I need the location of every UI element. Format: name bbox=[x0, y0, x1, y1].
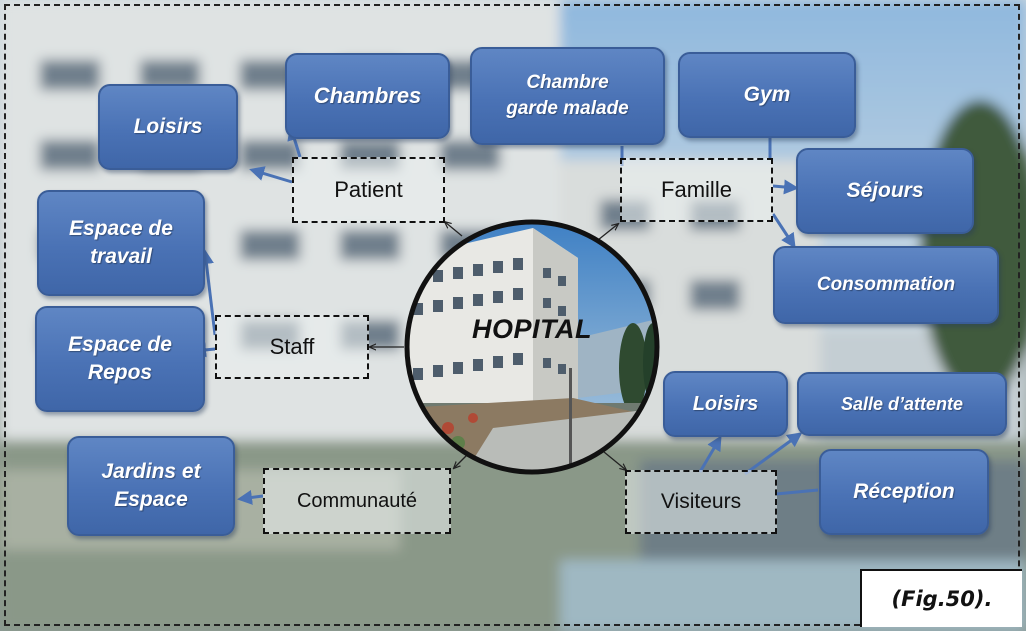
item-chambres: Chambres bbox=[285, 53, 450, 139]
link-hub-visiteurs bbox=[603, 451, 626, 470]
link-visiteurs-loisirs bbox=[698, 435, 722, 473]
item-espace-travail-line-2: travail bbox=[90, 245, 152, 268]
category-patient: Patient bbox=[292, 157, 445, 223]
item-loisirs-patient-line-1: Loisirs bbox=[133, 114, 203, 138]
link-famille-consommation bbox=[771, 213, 796, 249]
link-communaute-jardins bbox=[237, 490, 264, 505]
link-staff-espace-travail bbox=[198, 249, 217, 336]
item-espace-travail-line-1: Espace de bbox=[69, 216, 173, 240]
category-staff: Staff bbox=[215, 315, 369, 379]
link-hub-famille bbox=[597, 224, 618, 241]
figure-caption: (Fig.50). bbox=[860, 569, 1022, 627]
category-patient-label: Patient bbox=[334, 177, 403, 202]
item-chambre-garde-malade-line-2: garde malade bbox=[506, 98, 629, 119]
category-visiteurs-label: Visiteurs bbox=[660, 490, 742, 513]
item-sejours-line-1: Séjours bbox=[846, 178, 924, 202]
category-famille-label: Famille bbox=[661, 177, 732, 202]
item-chambres-line-1: Chambres bbox=[313, 83, 422, 109]
item-espace-repos-line-1: Espace de bbox=[68, 332, 172, 356]
item-loisirs-visiteurs: Loisirs bbox=[663, 371, 788, 437]
item-sejours: Séjours bbox=[796, 148, 974, 234]
link-famille-sejours bbox=[772, 179, 799, 195]
item-salle-attente: Salle d’attente bbox=[797, 372, 1007, 436]
item-jardins-espace-line-2: Espace bbox=[114, 488, 188, 511]
category-communaute: Communauté bbox=[263, 468, 451, 534]
link-patient-loisirs bbox=[249, 166, 293, 184]
item-espace-travail: Espace de travail bbox=[37, 190, 205, 296]
item-loisirs-patient: Loisirs bbox=[98, 84, 238, 170]
category-famille: Famille bbox=[620, 158, 773, 222]
hub-label: HOPITAL bbox=[472, 314, 592, 344]
link-visiteurs-salle bbox=[744, 432, 803, 476]
item-salle-attente-line-1: Salle d’attente bbox=[840, 393, 964, 414]
item-consommation: Consommation bbox=[773, 246, 999, 324]
link-hub-patient bbox=[445, 222, 463, 237]
item-jardins-espace-line-1: Jardins et bbox=[101, 459, 201, 483]
item-consommation-line-1: Consommation bbox=[816, 274, 956, 296]
category-staff-label: Staff bbox=[269, 334, 315, 359]
item-reception: Réception bbox=[819, 449, 989, 535]
item-gym: Gym bbox=[678, 52, 856, 138]
item-jardins-espace: Jardins et Espace bbox=[67, 436, 235, 536]
item-espace-repos: Espace de Repos bbox=[35, 306, 205, 412]
link-hub-communaute bbox=[454, 453, 469, 468]
item-reception-line-1: Réception bbox=[853, 479, 955, 503]
hospital-photo bbox=[404, 219, 660, 475]
item-gym-line-1: Gym bbox=[743, 82, 791, 106]
item-chambre-garde-malade: Chambre garde malade bbox=[470, 47, 665, 145]
item-chambre-garde-malade-line-1: Chambre bbox=[526, 72, 609, 94]
category-communaute-label: Communauté bbox=[296, 489, 418, 512]
item-espace-repos-line-2: Repos bbox=[87, 361, 153, 384]
link-visiteurs-reception bbox=[775, 488, 819, 496]
item-loisirs-visiteurs-line-1: Loisirs bbox=[692, 392, 759, 415]
category-visiteurs: Visiteurs bbox=[625, 470, 777, 534]
